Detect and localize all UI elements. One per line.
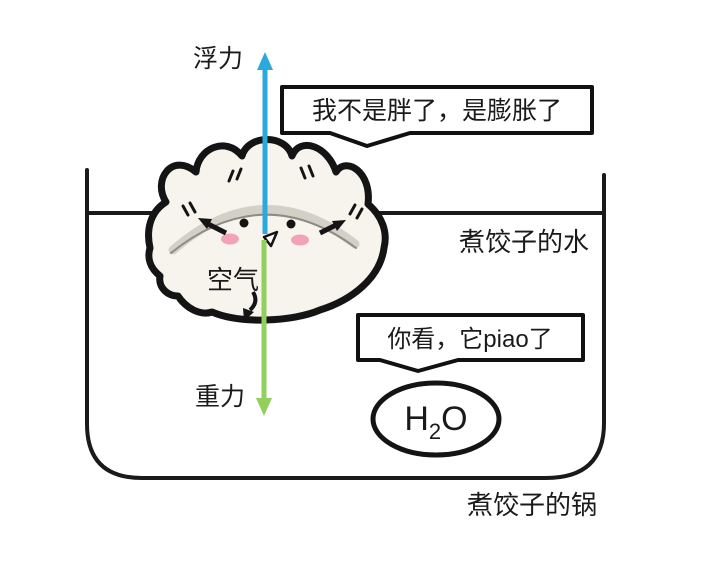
gravity-label: 重力 <box>195 383 245 411</box>
expand-arrow-right-line <box>318 222 338 236</box>
pot-outline <box>85 168 606 480</box>
pot-label: 煮饺子的锅 <box>467 490 597 520</box>
tick-marks-top-left <box>227 167 243 183</box>
expand-arrow-right-head <box>332 220 346 231</box>
mouth <box>262 230 279 248</box>
expand-arrow-left-head <box>198 218 212 229</box>
speech-bubble-top-text: 我不是胖了，是膨胀了 <box>312 97 562 125</box>
speech-bubble-top: 我不是胖了，是膨胀了 <box>280 85 594 148</box>
speech-bubble-top-outline <box>280 85 594 148</box>
gravity-force: 重力 <box>195 240 272 416</box>
speech-bubble-bottom: 你看，它piao了 <box>356 313 585 373</box>
right-blush <box>291 234 309 246</box>
air-arrow-head <box>243 308 254 321</box>
water-label: 煮饺子的水 <box>459 227 589 257</box>
tick-marks-right <box>348 203 364 220</box>
air-arrow-line <box>248 290 258 312</box>
right-eye <box>286 219 296 229</box>
h2o-text: H2O <box>404 400 467 444</box>
left-eye <box>239 218 249 228</box>
left-blush <box>221 233 239 245</box>
buoyancy-label: 浮力 <box>193 45 243 73</box>
buoyancy-arrow-head <box>257 52 273 70</box>
speech-bubble-bottom-text: 你看，它piao了 <box>387 326 552 353</box>
gravity-arrow-head <box>256 398 272 416</box>
h2o-ellipse <box>370 380 502 458</box>
air-label: 空气 <box>207 265 259 295</box>
expand-arrow-left-line <box>206 221 228 236</box>
buoyancy-force: 浮力 <box>193 45 273 234</box>
speech-bubble-bottom-outline <box>356 313 585 373</box>
h2o-badge: H2O <box>370 380 502 458</box>
tick-marks-left <box>181 201 197 217</box>
tick-marks-top-right <box>299 164 315 180</box>
